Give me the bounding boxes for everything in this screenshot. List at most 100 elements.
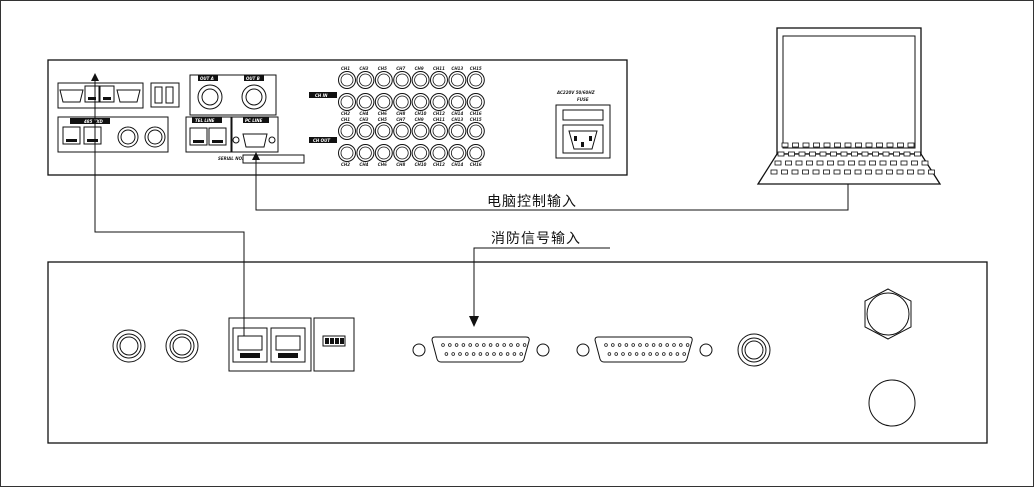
key	[917, 169, 925, 175]
channel-label: CH7	[396, 66, 405, 71]
key	[851, 151, 858, 157]
key	[819, 151, 827, 157]
out-a-connector	[197, 84, 223, 110]
db25-pin	[495, 343, 500, 347]
bnc-channel-connector	[356, 93, 375, 111]
key	[802, 169, 809, 175]
bnc-channel-connector	[411, 122, 430, 140]
key	[830, 151, 837, 157]
pc-line-db9-port	[242, 133, 268, 148]
db25-pin	[441, 343, 445, 347]
key	[897, 142, 904, 148]
bnc-channel-connector	[448, 71, 467, 89]
channel-label: CH5	[378, 66, 387, 71]
db25-pin	[648, 352, 652, 356]
db25-pin	[468, 343, 472, 347]
db25-pin	[485, 352, 489, 356]
tel-line-label: TEL LINE	[195, 118, 215, 123]
bnc-channel-connector	[374, 71, 393, 89]
channel-label: CH1	[341, 66, 350, 71]
bnc-channel-connector	[393, 93, 412, 111]
key	[886, 142, 894, 148]
pc-control-input-label: 电脑控制输入	[487, 194, 577, 210]
db25-pin	[645, 343, 649, 347]
db25-pin	[641, 352, 646, 356]
db25-pin	[502, 343, 506, 347]
laptop-computer	[756, 27, 942, 185]
channel-label: CH16	[470, 111, 482, 116]
key	[781, 142, 789, 148]
key	[886, 169, 893, 175]
channel-label: CH8	[396, 111, 405, 116]
channel-label: CH15	[470, 117, 482, 122]
bnc-channel-connector	[448, 93, 467, 111]
key	[865, 169, 872, 175]
bnc-connector-b	[144, 126, 166, 148]
pc-control-cable	[255, 154, 849, 211]
bnc-channel-connector	[411, 71, 430, 89]
key	[812, 169, 820, 175]
bnc-channel-connector	[466, 71, 485, 89]
bnc-channel-connector	[356, 144, 375, 162]
db25-pin	[662, 352, 666, 356]
db25-pin	[478, 352, 483, 356]
bnc-channel-connector	[374, 122, 393, 140]
screw-db25-right-b	[699, 343, 713, 357]
key	[806, 160, 813, 166]
db25-pin	[621, 352, 625, 356]
bnc-channel-connector	[393, 71, 412, 89]
dip-switch-bottom	[313, 317, 355, 372]
bnc-channel-connector	[393, 144, 412, 162]
channel-label: CH2	[341, 162, 350, 167]
key	[816, 160, 824, 166]
channel-label: CH13	[451, 66, 463, 71]
key	[890, 160, 897, 166]
matrix-controller-panel: 485 TXD OUT A OUT B TEL LINE	[47, 59, 628, 176]
db25-pin	[499, 352, 503, 356]
pc-line-label: PC LINE	[245, 118, 263, 123]
db25-pin	[628, 352, 632, 356]
channel-label: CH14	[451, 162, 463, 167]
fuse-label: FUSE	[577, 97, 589, 102]
key	[900, 160, 908, 166]
bnc-channel-connector	[338, 93, 356, 111]
db25-pin	[617, 343, 622, 347]
db25-pin	[604, 343, 608, 347]
key	[848, 160, 855, 166]
key	[798, 151, 806, 157]
bnc-channel-connector	[356, 71, 375, 89]
db25-pin	[448, 343, 452, 347]
channel-label: CH6	[378, 111, 387, 116]
bnc-channel-connector	[448, 122, 467, 140]
db9-port-right	[116, 89, 141, 103]
key	[903, 151, 911, 157]
db25-pin	[512, 352, 517, 356]
ch-in-tag	[309, 92, 337, 98]
bnc-connector-left-2	[165, 329, 199, 363]
db25-pin	[516, 343, 520, 347]
key	[882, 151, 890, 157]
db25-pin	[655, 352, 659, 356]
db25-pin	[685, 343, 690, 347]
bnc-connector-a	[117, 126, 139, 148]
channel-label: CH4	[359, 111, 368, 116]
bnc-channel-connector	[374, 144, 393, 162]
bnc-channel-connector	[430, 122, 448, 140]
fire-signal-input-label: 消防信号输入	[491, 231, 581, 247]
key	[872, 151, 879, 157]
channel-label: CH8	[396, 162, 405, 167]
bnc-connector-right	[737, 333, 771, 367]
channel-label: CH14	[451, 111, 463, 116]
laptop-keyboard	[770, 142, 935, 175]
rs485-arrow-up	[91, 73, 99, 81]
key	[865, 142, 873, 148]
bnc-connector-left-1	[112, 329, 146, 363]
channel-label: CH15	[470, 66, 482, 71]
key	[844, 142, 852, 148]
bnc-channel-connector	[430, 144, 448, 162]
db25-pin	[488, 343, 493, 347]
out-a-label: OUT A	[200, 76, 214, 81]
key	[921, 160, 929, 166]
bnc-channel-connector	[430, 93, 448, 111]
